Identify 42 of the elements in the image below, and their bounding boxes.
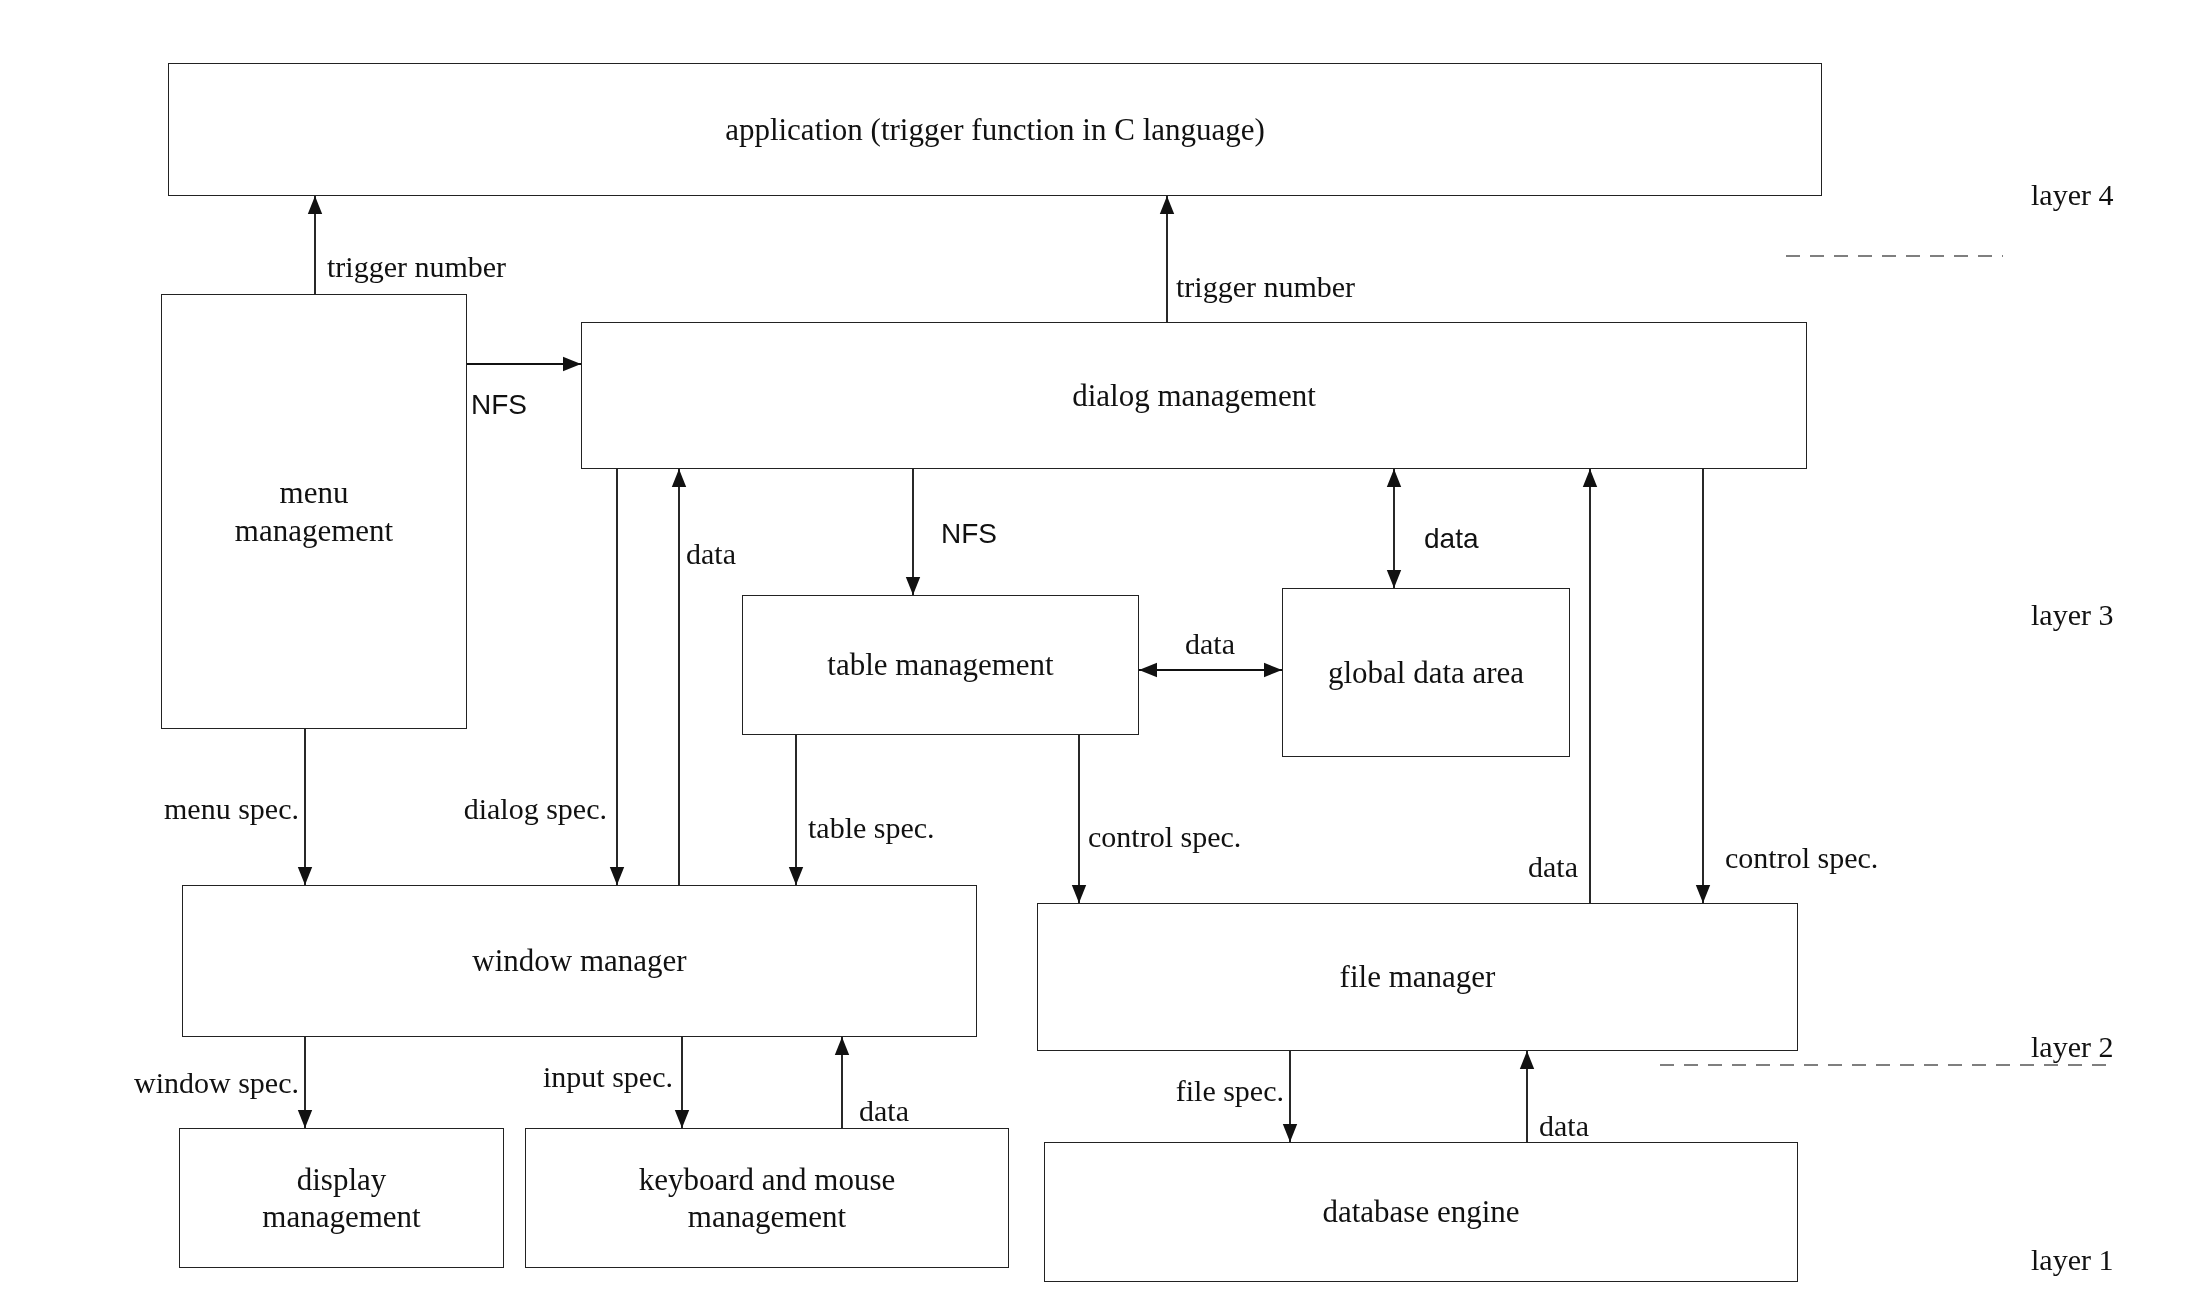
layer-label: layer 2 [2031, 1030, 2114, 1064]
arrow [674, 1036, 690, 1129]
module-box [1282, 588, 1570, 757]
arrow [671, 468, 687, 886]
module-name: menu management [233, 474, 395, 549]
module-name: keyboard and mouse management [637, 1160, 897, 1236]
layer-label: layer 1 [2031, 1243, 2114, 1277]
module-name: file manager [1339, 958, 1496, 996]
module-box [168, 63, 1822, 196]
module-name: dialog management [1072, 376, 1316, 415]
module-name: global data area [1327, 653, 1525, 692]
arrow [1519, 1050, 1535, 1143]
module-box [1037, 903, 1798, 1051]
arrow [788, 734, 804, 886]
arrow [609, 468, 625, 886]
module-box [182, 885, 977, 1037]
arrow [297, 728, 313, 886]
module-name: application (trigger function in C language) [725, 110, 1265, 149]
module-box [525, 1128, 1009, 1268]
arrow [905, 468, 921, 596]
arrow [1138, 662, 1283, 678]
arrow [1159, 195, 1175, 323]
arrow [1071, 734, 1087, 904]
module-name: display management [261, 1160, 422, 1236]
module-box [581, 322, 1807, 469]
arrow [1695, 468, 1711, 904]
layer-label: layer 3 [2031, 598, 2114, 632]
arrow [1582, 468, 1598, 904]
module-box [161, 294, 467, 729]
arrow [1282, 1050, 1298, 1143]
module-name: window manager [472, 942, 687, 980]
layer-label: layer 4 [2031, 178, 2114, 212]
arrow [466, 356, 582, 372]
arrow [297, 1036, 313, 1129]
module-name: table management [827, 646, 1054, 684]
module-name: database engine [1322, 1193, 1520, 1231]
arrow [307, 195, 323, 295]
module-box [1044, 1142, 1798, 1282]
arrow [834, 1036, 850, 1129]
arrow [1386, 468, 1402, 589]
module-box [742, 595, 1139, 735]
module-box [179, 1128, 504, 1268]
